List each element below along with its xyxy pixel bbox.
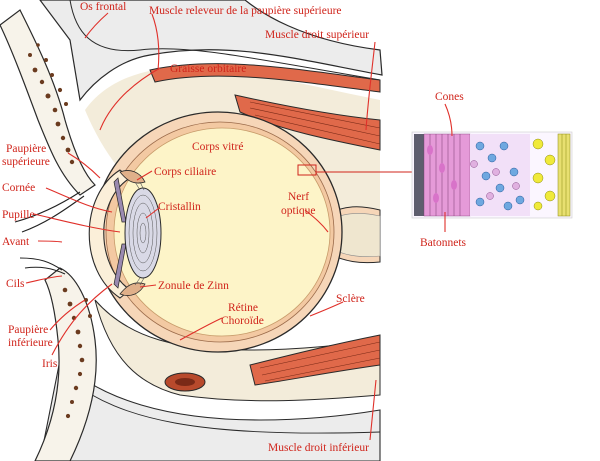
label-nerf-2: optique — [281, 205, 316, 217]
label-cils: Cils — [6, 278, 25, 290]
label-paupiere-sup-1: Paupière — [6, 143, 46, 155]
label-zonule: Zonule de Zinn — [158, 280, 229, 292]
label-iris: Iris — [42, 358, 58, 370]
retina-inset — [411, 131, 573, 219]
label-retine: Rétine — [228, 302, 258, 314]
leader-lines — [25, 12, 453, 441]
label-os-frontal: Os frontal — [80, 1, 126, 13]
upper-eyelid — [0, 9, 96, 196]
iris-upper — [113, 177, 127, 223]
frontal-bone — [39, 0, 383, 102]
label-cristallin: Cristallin — [158, 201, 201, 213]
label-sclere: Sclère — [336, 293, 365, 305]
muscle-releveur — [149, 63, 381, 93]
label-muscle-releveur: Muscle releveur de la paupière supérieur… — [149, 5, 342, 17]
lens-layers — [128, 194, 158, 272]
cone-cells — [414, 133, 471, 217]
label-muscle-droit-inferieur: Muscle droit inférieur — [268, 442, 369, 454]
label-graisse-orbitaire: Graisse orbitaire — [170, 63, 246, 75]
label-avant: Avant — [2, 236, 30, 248]
label-paupiere-inf-1: Paupière — [8, 324, 48, 336]
tarsal-glands — [28, 43, 92, 419]
ciliary-body-bottom — [119, 282, 146, 296]
muscle-droit-inferieur — [249, 334, 381, 386]
label-corps-ciliaire: Corps ciliaire — [154, 166, 216, 178]
maxillary-bone — [39, 358, 381, 461]
ganglion-cells — [532, 133, 571, 217]
labels: Os frontal Muscle releveur de la paupièr… — [2, 1, 467, 454]
label-cones: Cones — [435, 91, 464, 103]
label-batonnets: Batonnets — [420, 237, 467, 249]
ciliary-body-top — [119, 170, 146, 184]
retina-inset-marker — [297, 164, 317, 176]
label-pupille: Pupille — [2, 209, 35, 221]
label-muscle-droit-superieur: Muscle droit supérieur — [265, 29, 369, 41]
eyeball — [88, 111, 412, 353]
label-choroide: Choroïde — [221, 315, 264, 327]
eyelids — [0, 9, 97, 461]
label-paupiere-inf-2: inférieure — [8, 337, 53, 349]
label-corps-vitre: Corps vitré — [192, 141, 243, 153]
upper-eyelashes — [14, 191, 85, 233]
vitreous-body — [113, 127, 331, 337]
lower-eyelashes — [19, 257, 66, 275]
zonule-fibres — [134, 181, 145, 286]
iris-lower — [113, 243, 127, 289]
label-cornee: Cornée — [2, 182, 35, 194]
lens — [124, 187, 162, 279]
muscles — [149, 63, 381, 392]
label-nerf-1: Nerf — [288, 191, 309, 203]
bipolar-cells — [470, 134, 530, 216]
label-paupiere-sup-2: supérieure — [2, 156, 50, 168]
